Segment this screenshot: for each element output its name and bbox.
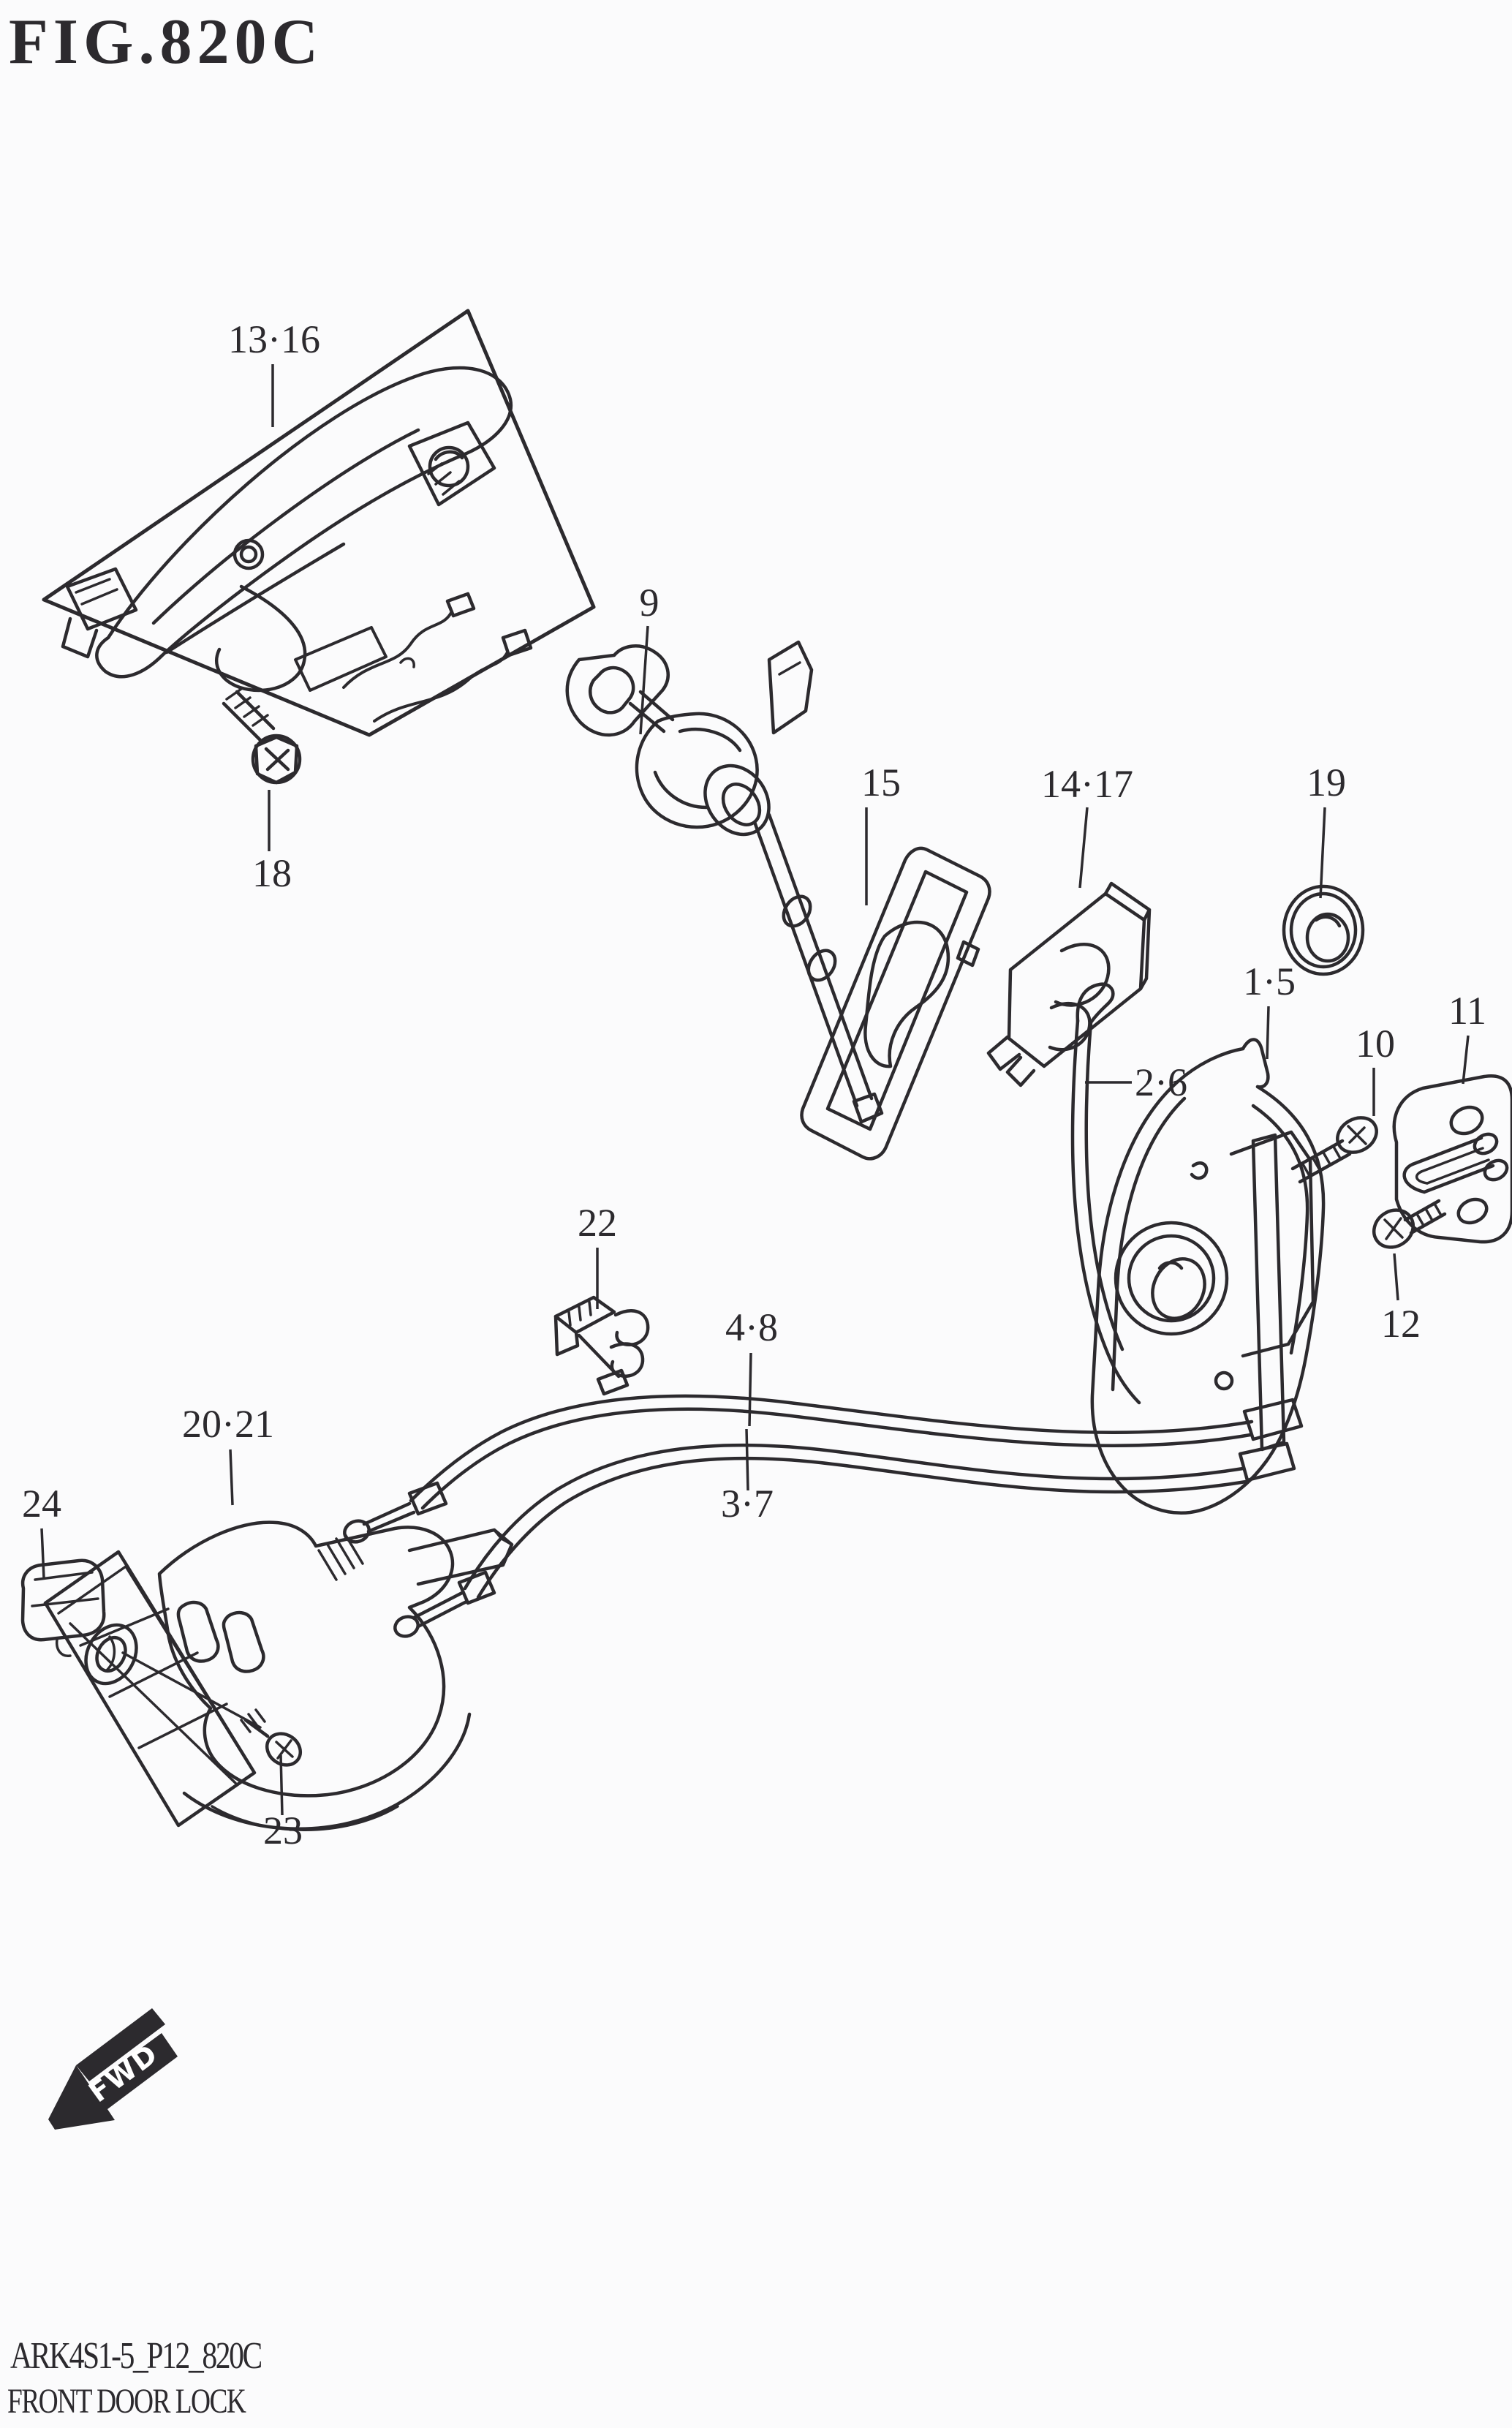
leader-line: [279, 1754, 284, 1816]
door-latch-1-5: [1090, 1038, 1326, 1515]
part-ref-label: 4·8: [725, 1305, 778, 1349]
screw-10: [1290, 1116, 1378, 1184]
inner-handle-20-21: [43, 1520, 514, 1831]
fwd-direction-marker: FWD: [48, 2008, 178, 2130]
fwd-arrow-top-band: [76, 2008, 165, 2081]
part-ref-label: 22: [578, 1201, 617, 1245]
opening-cable-3-7: [393, 1443, 1248, 1638]
leader-line: [40, 1528, 45, 1579]
part-ref-label: 24: [22, 1482, 61, 1526]
cable-clamp-22: [553, 1295, 650, 1396]
part-ref-label: 14·17: [1041, 762, 1133, 806]
part-ref-label: 1·5: [1243, 959, 1296, 1003]
part-ref-label: 3·7: [721, 1482, 774, 1526]
striker-11: [1392, 1074, 1512, 1244]
screw-12: [1372, 1199, 1447, 1249]
leader-line: [1078, 807, 1089, 889]
leader-line: [1319, 807, 1326, 899]
gasket-15: [800, 846, 991, 1161]
part-ref-label: 20·21: [182, 1402, 274, 1446]
leader-line: [1393, 1253, 1399, 1301]
grommet-19: [1282, 884, 1365, 976]
part-ref-label: 10: [1356, 1022, 1395, 1066]
part-ref-label: 11: [1448, 989, 1486, 1033]
key-cylinder-9: [565, 640, 884, 1124]
part-labels: 13·16 18 9 15 14·17 19 1·5 2·6 10 11 12 22 4·8 20·21 2…: [22, 317, 1486, 1852]
figure-title: FIG.820C: [9, 7, 323, 78]
outer-handle: [61, 366, 533, 723]
bolt-18: [222, 687, 302, 785]
part-ref-label: 9: [640, 581, 659, 625]
outer-handle-kit-box: [42, 309, 596, 737]
leader-line: [229, 1449, 234, 1506]
lock-cable-4-8: [343, 1394, 1254, 1544]
part-ref-label: 2·6: [1135, 1060, 1187, 1104]
screw-23: [121, 1651, 303, 1767]
lock-rod-2-6: [1070, 982, 1141, 1405]
leader-line: [748, 1352, 752, 1427]
part-ref-label: 13·16: [228, 317, 320, 361]
part-ref-label: 12: [1381, 1302, 1421, 1346]
part-ref-label: 23: [263, 1809, 303, 1852]
part-ref-label: 18: [252, 851, 292, 895]
leader-line: [1462, 1035, 1470, 1085]
sheet-code: ARK4S1-5_P12_820C: [10, 2335, 262, 2377]
part-ref-label: 19: [1307, 761, 1346, 804]
cylinder-holder-14-17: [986, 881, 1152, 1087]
leader-line: [1266, 1006, 1270, 1060]
part-ref-label: 15: [861, 761, 901, 804]
fwd-arrow-body: [48, 2033, 178, 2130]
leader-line: [745, 1428, 749, 1491]
cap-24: [20, 1558, 106, 1657]
sheet-caption: FRONT DOOR LOCK: [7, 2382, 246, 2421]
leader-line: [639, 625, 649, 735]
